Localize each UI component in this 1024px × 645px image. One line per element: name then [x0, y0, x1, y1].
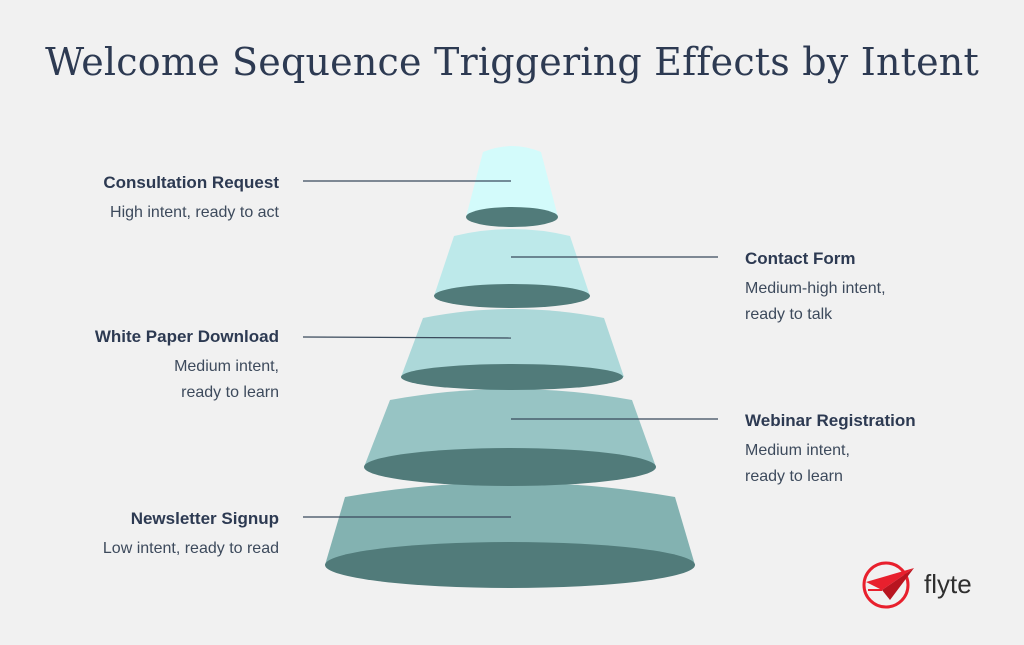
tier-name: Newsletter Signup — [130, 509, 279, 528]
tier-4-body — [364, 389, 656, 467]
label-contact-form: Contact Form Medium-high intent, ready t… — [745, 248, 1024, 328]
desc-line: ready to learn — [181, 384, 279, 401]
flyte-logo: flyte — [862, 560, 992, 610]
tier-newsletter-signup — [325, 482, 695, 588]
tier-2-base — [434, 284, 590, 308]
tier-1-body — [466, 146, 558, 217]
tier-3-base — [401, 364, 623, 390]
label-white-paper-download: White Paper Download Medium intent, read… — [0, 326, 279, 406]
tier-description: Low intent, ready to read — [102, 540, 279, 557]
tier-consultation-request — [466, 146, 558, 227]
label-webinar-registration: Webinar Registration Medium intent, read… — [745, 410, 1024, 490]
logo-wordmark: flyte — [924, 569, 972, 599]
tier-webinar-registration — [364, 389, 656, 486]
tier-name: Webinar Registration — [745, 411, 916, 430]
desc-line: Medium intent, — [174, 358, 279, 375]
tier-2-body — [434, 229, 590, 296]
tier-1-base — [466, 207, 558, 227]
leader-line-white-paper-download — [302, 336, 512, 339]
label-consultation-request: Consultation Request High intent, ready … — [0, 172, 279, 226]
tier-5-base — [325, 542, 695, 588]
tier-description: Medium intent, ready to learn — [745, 438, 1024, 490]
tier-description: Medium-high intent, ready to talk — [745, 276, 1024, 328]
tier-5-body — [325, 482, 695, 565]
tier-description: Medium intent, ready to learn — [0, 354, 279, 406]
tier-description: High intent, ready to act — [110, 204, 279, 221]
desc-line: Medium intent, — [745, 442, 850, 459]
diagram-title: Welcome Sequence Triggering Effects by I… — [45, 40, 979, 84]
paper-plane-icon — [862, 561, 914, 609]
desc-line: ready to talk — [745, 306, 833, 323]
tier-name: White Paper Download — [94, 327, 279, 346]
tier-3-body — [401, 309, 624, 377]
desc-line: Medium-high intent, — [745, 280, 886, 297]
desc-line: ready to learn — [745, 468, 843, 485]
tier-name: Contact Form — [745, 249, 856, 268]
tier-4-base — [364, 448, 656, 486]
tier-contact-form — [434, 229, 590, 308]
tier-name: Consultation Request — [103, 173, 279, 192]
tier-white-paper-download — [401, 309, 624, 390]
label-newsletter-signup: Newsletter Signup Low intent, ready to r… — [0, 508, 279, 562]
